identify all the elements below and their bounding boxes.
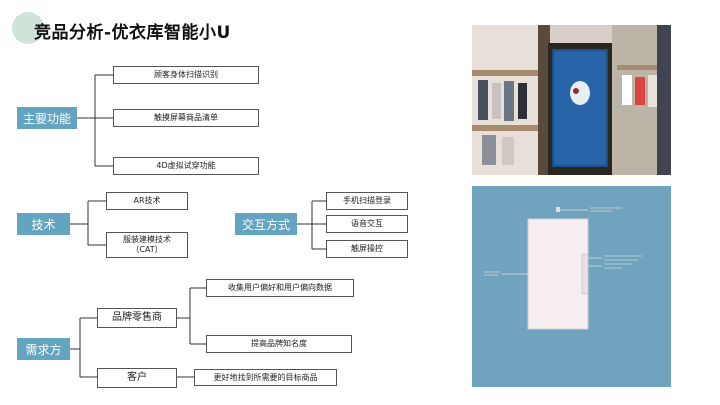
item-ar-technology: AR技术 <box>106 192 188 210</box>
category-technology: 技术 <box>17 213 70 235</box>
item-collect-preferences: 收集用户偏好和用户偏向数据 <box>206 279 354 297</box>
title-decoration-circle <box>12 12 44 44</box>
page-title: 竞品分析-优衣库智能小U <box>34 23 231 43</box>
category-main-function: 主要功能 <box>17 107 77 129</box>
item-garment-modeling: 服装建模技术 （CAT） <box>106 232 188 258</box>
store-photo <box>472 25 671 175</box>
item-voice-interaction: 语音交互 <box>326 215 408 233</box>
item-phone-scan-login: 手机扫描登录 <box>326 192 408 210</box>
item-find-target-goods: 更好地找到所需要的目标商品 <box>194 369 337 386</box>
item-body-scan: 顾客身体扫描识别 <box>113 66 259 84</box>
node-brand-retailer: 品牌零售商 <box>97 308 177 328</box>
item-virtual-tryon: 4D虚拟试穿功能 <box>113 157 259 175</box>
item-brand-awareness: 提高品牌知名度 <box>206 335 352 353</box>
item-touch-control: 触屏操控 <box>326 240 408 258</box>
node-customer: 客户 <box>97 368 177 388</box>
category-demand: 需求方 <box>17 338 70 360</box>
category-interaction: 交互方式 <box>235 213 297 235</box>
screen-sketch-illustration <box>472 186 671 387</box>
item-touch-product-list: 触摸屏幕商品清单 <box>113 109 259 127</box>
